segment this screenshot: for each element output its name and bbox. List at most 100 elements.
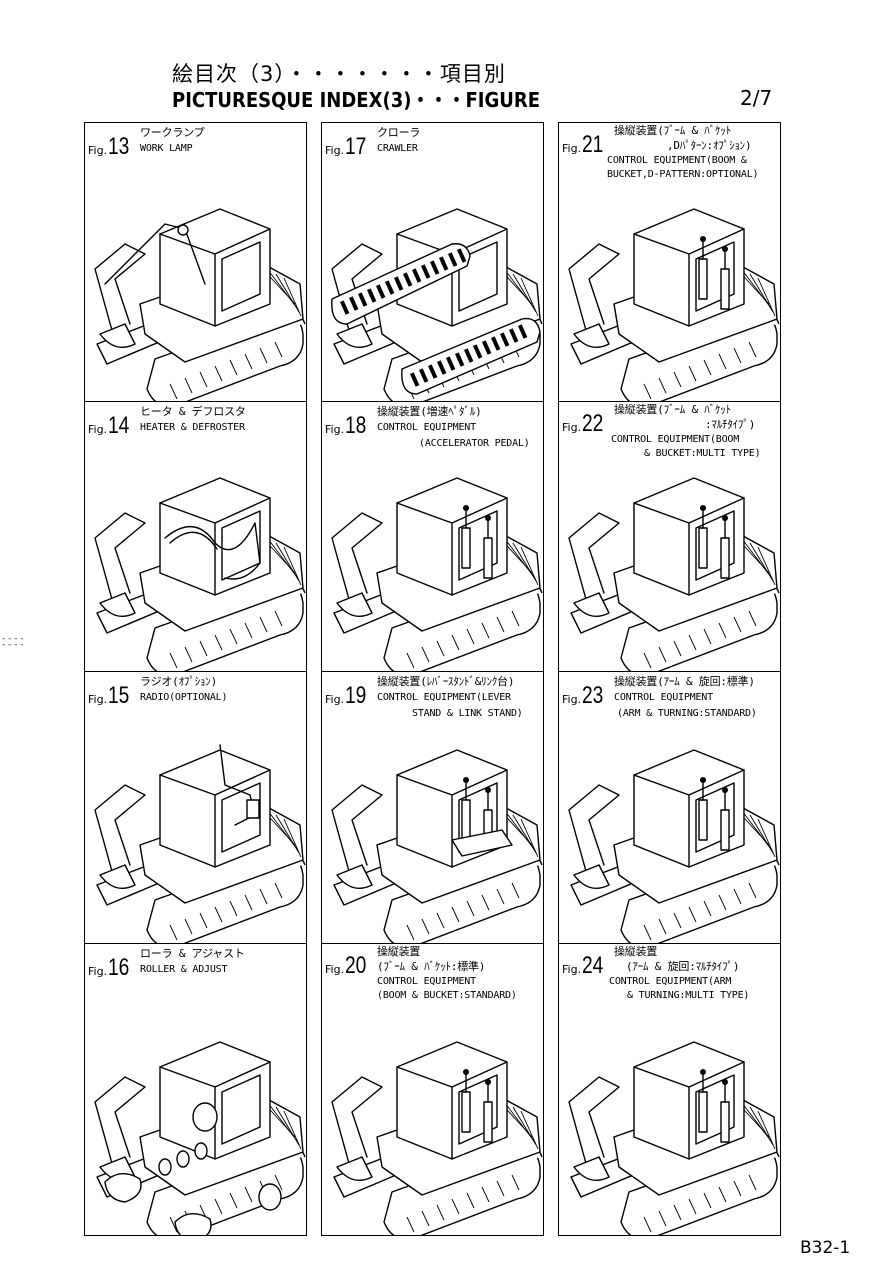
figure-number-label: Fig.18: [325, 412, 372, 440]
fig-prefix: Fig.: [88, 693, 108, 706]
figure-illustration-21: [568, 208, 780, 402]
caption-japanese: ラジオ(ｵﾌﾟｼｮﾝ): [140, 675, 218, 688]
figure-panel-16[interactable]: Fig.16 ローラ & アジャスト ROLLER & ADJUST: [84, 943, 307, 1236]
fig-prefix: Fig.: [325, 963, 345, 976]
figure-illustration-15: [94, 744, 306, 943]
caption-english: CONTROL EQUIPMENT: [377, 422, 476, 434]
excavator-drawing: [331, 1041, 543, 1235]
caption-japanese: ヒータ & デフロスタ: [140, 405, 246, 418]
fig-prefix: Fig.: [88, 965, 108, 978]
fig-prefix: Fig.: [325, 423, 345, 436]
figure-number-label: Fig.22: [562, 410, 609, 438]
figure-illustration-24: [568, 1041, 780, 1235]
excavator-drawing: [94, 744, 306, 943]
fig-prefix: Fig.: [325, 693, 345, 706]
figure-number-label: Fig.19: [325, 682, 372, 710]
figure-illustration-14: [94, 477, 306, 671]
figure-caption: Fig.13 ワークランプ WORK LAMP: [85, 123, 306, 402]
margin-mark: - - - - - - - -: [2, 634, 24, 650]
figure-number: 15: [108, 682, 130, 709]
caption-japanese: 操縦装置(ﾌﾞｰﾑ & ﾊﾞｹｯﾄ: [614, 124, 731, 137]
caption-english: STAND & LINK STAND): [412, 708, 523, 720]
excavator-drawing: [568, 208, 780, 402]
excavator-drawing: [568, 1041, 780, 1235]
caption-english: HEATER & DEFROSTER: [140, 422, 245, 434]
fig-prefix: Fig.: [562, 963, 582, 976]
fig-prefix: Fig.: [325, 144, 345, 157]
fig-prefix: Fig.: [562, 421, 582, 434]
caption-japanese: ローラ & アジャスト: [140, 947, 245, 960]
figure-number: 17: [345, 133, 367, 160]
caption-english: & TURNING:MULTI TYPE): [627, 990, 750, 1002]
caption-japanese-cont: ,Dﾊﾟﾀｰﾝ:ｵﾌﾟｼｮﾝ): [667, 139, 752, 152]
figure-number: 14: [108, 412, 130, 439]
excavator-drawing: [94, 477, 306, 671]
figure-number-label: Fig.17: [325, 133, 372, 161]
figure-panel-13[interactable]: Fig.13 ワークランプ WORK LAMP: [84, 122, 307, 403]
fig-prefix: Fig.: [88, 144, 108, 157]
caption-english: CONTROL EQUIPMENT(LEVER: [377, 692, 511, 704]
caption-japanese-cont: (ﾌﾞｰﾑ & ﾊﾞｹｯﾄ:標準): [377, 960, 486, 973]
excavator-drawing: [94, 1041, 306, 1235]
figure-number-label: Fig.15: [88, 682, 135, 710]
caption-japanese: 操縦装置(増速ﾍﾟﾀﾞﾙ): [377, 405, 482, 418]
figure-number: 24: [582, 952, 604, 979]
caption-english: BUCKET,D-PATTERN:OPTIONAL): [607, 169, 759, 181]
figure-panel-19[interactable]: Fig.19 操縦装置(ﾚﾊﾞｰｽﾀﾝﾄﾞ&ﾘﾝｸ台) CONTROL EQUIPM…: [321, 671, 544, 944]
figure-illustration-18: [331, 477, 543, 671]
caption-japanese-cont: (ｱｰﾑ & 旋回:ﾏﾙﾁﾀｲﾌﾟ): [626, 960, 740, 973]
caption-english: ROLLER & ADJUST: [140, 964, 228, 976]
caption-japanese-cont: :ﾏﾙﾁﾀｲﾌﾟ): [705, 418, 756, 431]
fig-prefix: Fig.: [562, 693, 582, 706]
figure-number: 23: [582, 682, 604, 709]
page-number: 2/7: [740, 86, 773, 110]
excavator-drawing: [331, 208, 543, 402]
caption-japanese: 操縦装置(ﾌﾞｰﾑ & ﾊﾞｹｯﾄ: [614, 403, 731, 416]
figure-illustration-23: [568, 749, 780, 943]
figure-caption: Fig.16 ローラ & アジャスト ROLLER & ADJUST: [85, 944, 306, 1235]
caption-japanese: 操縦装置(ﾚﾊﾞｰｽﾀﾝﾄﾞ&ﾘﾝｸ台): [377, 675, 515, 688]
figure-number-label: Fig.14: [88, 412, 135, 440]
figure-caption: Fig.14 ヒータ & デフロスタ HEATER & DEFROSTER: [85, 402, 306, 671]
caption-english: CRAWLER: [377, 143, 418, 155]
figure-number-label: Fig.23: [562, 682, 609, 710]
figure-number: 13: [108, 133, 130, 160]
figure-illustration-22: [568, 477, 780, 671]
figure-number: 18: [345, 412, 367, 439]
caption-japanese: ワークランプ: [140, 126, 205, 139]
caption-english: CONTROL EQUIPMENT: [377, 976, 476, 988]
caption-english: WORK LAMP: [140, 143, 193, 155]
figure-number: 20: [345, 952, 367, 979]
excavator-drawing: [568, 749, 780, 943]
caption-english: (ACCELERATOR PEDAL): [419, 438, 530, 450]
fig-prefix: Fig.: [88, 423, 108, 436]
figure-illustration-17: [331, 208, 543, 402]
figure-number-label: Fig.16: [88, 954, 135, 982]
figure-number: 22: [582, 410, 604, 437]
caption-english: & BUCKET:MULTI TYPE): [644, 448, 761, 460]
caption-english: (ARM & TURNING:STANDARD): [617, 708, 757, 720]
excavator-drawing: [331, 477, 543, 671]
figure-number-label: Fig.24: [562, 952, 609, 980]
figure-caption: Fig.18 操縦装置(増速ﾍﾟﾀﾞﾙ) CONTROL EQUIPMENT (ACC…: [322, 402, 543, 671]
excavator-drawing: [568, 477, 780, 671]
figure-number-label: Fig.13: [88, 133, 135, 161]
fig-prefix: Fig.: [562, 142, 582, 155]
figure-number-label: Fig.20: [325, 952, 372, 980]
figure-panel-18[interactable]: Fig.18 操縦装置(増速ﾍﾟﾀﾞﾙ) CONTROL EQUIPMENT (ACC…: [321, 401, 544, 672]
excavator-drawing: [94, 208, 306, 402]
caption-english: CONTROL EQUIPMENT(ARM: [609, 976, 732, 988]
figure-panel-14[interactable]: Fig.14 ヒータ & デフロスタ HEATER & DEFROSTER: [84, 401, 307, 672]
